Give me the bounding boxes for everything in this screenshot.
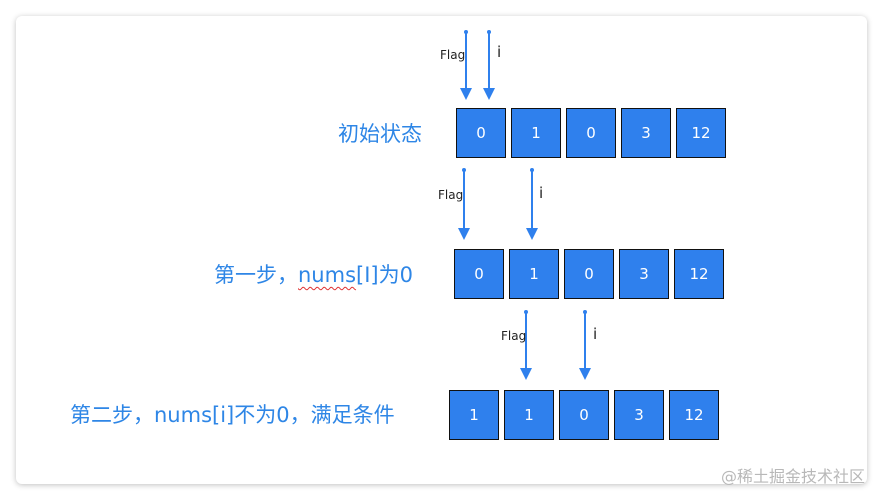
i-arrow-tail-row-1 [530,168,534,172]
array-cell-row-2-index-4: 12 [669,390,719,440]
array-cell-row-2-index-1: 1 [504,390,554,440]
row-label-step-2: 第二步，nums[i]不为0，满足条件 [70,405,395,426]
array-cell-row-1-index-3: 3 [619,249,669,299]
array-cell-row-1-index-2: 0 [564,249,614,299]
flag-pointer-label-row-1: Flag [438,188,464,202]
array-cell-row-2-index-0: 1 [449,390,499,440]
array-cell-row-0-index-4: 12 [676,108,726,158]
flag-arrow-tail-row-2 [524,310,528,314]
i-arrow-tail-row-2 [583,310,587,314]
array-cell-row-2-index-2: 0 [559,390,609,440]
row-label-initial-text: 初始状态 [338,122,422,146]
watermark: @稀土掘金技术社区 [720,467,865,486]
flag-pointer-label-row-2: Flag [501,329,527,343]
array-cell-row-1-index-0: 0 [454,249,504,299]
i-arrow-head-row-2 [579,368,591,380]
array-cell-row-0-index-2: 0 [566,108,616,158]
array-cell-row-0-index-1: 1 [511,108,561,158]
flag-pointer-label-row-0: Flag [440,48,466,62]
array-cell-row-0-index-0: 0 [456,108,506,158]
array-cell-row-2-index-3: 3 [614,390,664,440]
i-arrow-tail-row-0 [487,30,491,34]
i-pointer-label-row-1: i [539,184,544,202]
row-label-step-1: 第一步，nums[I]为0 [214,265,413,286]
i-arrow-head-row-1 [526,228,538,240]
flag-arrow-head-row-1 [458,228,470,240]
flag-arrow-head-row-0 [460,88,472,100]
row-label-step-1-nums: nums [298,263,357,287]
diagram-card [16,16,867,484]
row-label-step-1-prefix: 第一步， [214,263,298,287]
array-cell-row-0-index-3: 3 [621,108,671,158]
row-label-step-2-text: 第二步，nums[i]不为0，满足条件 [70,403,395,427]
row-label-step-1-suffix: [I]为0 [356,263,413,287]
array-cell-row-1-index-1: 1 [509,249,559,299]
i-arrow-head-row-0 [483,88,495,100]
array-cell-row-1-index-4: 12 [674,249,724,299]
i-pointer-label-row-0: i [497,43,502,61]
flag-arrow-tail-row-1 [462,168,466,172]
flag-arrow-tail-row-0 [464,30,468,34]
flag-arrow-head-row-2 [520,368,532,380]
row-label-initial: 初始状态 [338,124,422,145]
i-pointer-label-row-2: i [593,325,598,343]
